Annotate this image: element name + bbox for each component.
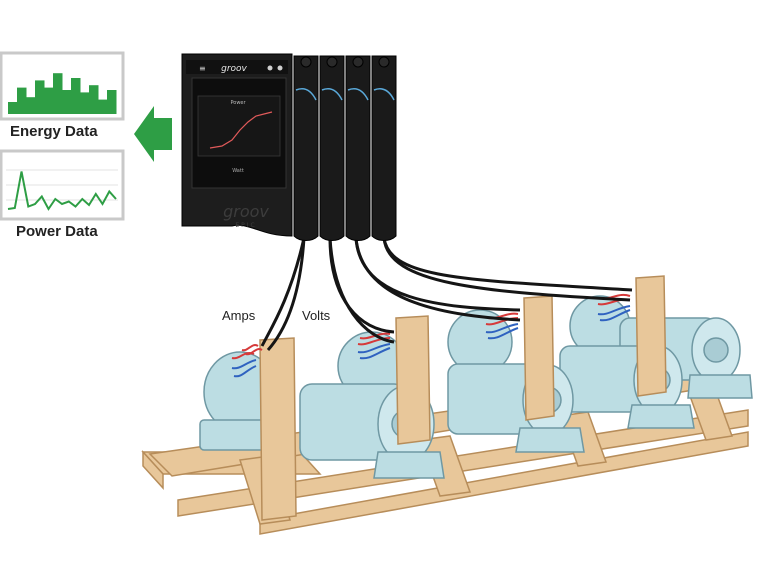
screen-legend: Watt	[232, 168, 244, 174]
energy-bar	[26, 97, 36, 114]
pump-motor-unit-1	[199, 351, 445, 479]
io-module-3	[345, 55, 371, 241]
controller-top-brand: groov	[221, 64, 247, 74]
energy-bar	[62, 90, 72, 114]
power-data-panel	[0, 149, 125, 221]
energy-bar	[98, 99, 108, 114]
volts-label: Volts	[302, 308, 331, 323]
gear-icon	[277, 65, 283, 71]
bell-icon	[267, 65, 273, 71]
energy-bar	[44, 87, 54, 114]
energy-bar	[80, 92, 90, 114]
sensor-posts	[259, 275, 667, 521]
energy-bar	[89, 85, 99, 114]
menu-icon: ≡	[199, 64, 206, 73]
io-modules	[293, 55, 397, 241]
io-module-2	[319, 55, 345, 241]
power-data-label: Power Data	[16, 223, 98, 240]
screen-chart-area	[197, 95, 281, 157]
energy-bar-chart	[8, 73, 117, 114]
screen-power-trend	[209, 111, 273, 149]
energy-data-panel	[0, 51, 125, 121]
left-arrow-icon	[134, 106, 172, 162]
energy-bar	[71, 78, 81, 114]
energy-bar	[53, 73, 63, 114]
signal-cables	[260, 237, 633, 351]
screen-chart-title: Power	[230, 100, 246, 106]
energy-bar	[35, 80, 45, 114]
energy-bar	[107, 90, 117, 114]
io-module-1	[293, 55, 319, 241]
power-line-series	[7, 171, 117, 211]
groov-epic-controller: groov ≡ Power Watt groov EPIC	[181, 53, 293, 237]
controller-sub-brand: EPIC	[235, 222, 256, 229]
controller-brand-logo: groov	[223, 202, 269, 221]
amps-label: Amps	[222, 308, 256, 323]
energy-bar	[17, 87, 27, 114]
energy-data-label: Energy Data	[10, 123, 98, 140]
io-module-4	[371, 55, 397, 241]
energy-bar	[8, 102, 18, 114]
